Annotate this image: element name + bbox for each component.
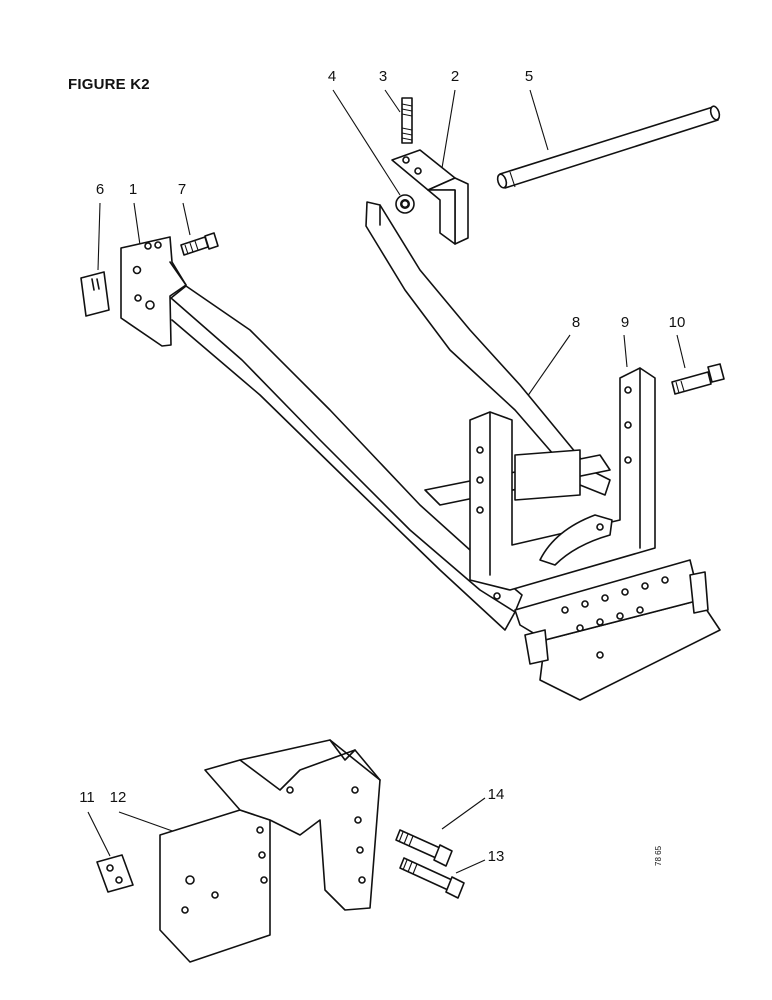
callout-4: 4: [327, 68, 337, 85]
leader-lines: [87, 89, 686, 874]
part-6-shim: [80, 271, 110, 317]
figure-title: FIGURE K2: [68, 76, 150, 93]
callout-2: 2: [450, 68, 460, 85]
callout-3: 3: [378, 68, 388, 85]
base-plate: [424, 449, 721, 701]
callout-11: 11: [79, 789, 95, 806]
part-9-clevis: [469, 367, 656, 591]
callout-14: 14: [487, 786, 505, 803]
callout-1: 1: [128, 181, 138, 198]
part-13-bolt: [399, 857, 465, 899]
part-5-rod: [496, 105, 721, 189]
part-10-bolt: [671, 363, 725, 395]
part-1-front-bracket: [120, 236, 187, 347]
part-8-side-rail: [365, 201, 611, 496]
callout-6: 6: [95, 181, 105, 198]
part-2-bracket: [391, 149, 469, 245]
callout-8: 8: [571, 314, 581, 331]
callout-9: 9: [620, 314, 630, 331]
callout-12: 12: [109, 789, 127, 806]
callout-5: 5: [524, 68, 534, 85]
callout-10: 10: [668, 314, 686, 331]
callout-13: 13: [487, 848, 505, 865]
callout-7: 7: [177, 181, 187, 198]
part-4-nut: [395, 194, 415, 214]
part-7-bolt: [180, 232, 219, 256]
left-side-rail: [170, 285, 523, 631]
part-14-bolt: [395, 829, 453, 867]
part-3-stud: [401, 97, 413, 144]
part-11-shim: [96, 854, 134, 893]
part-12-hitch-housing: [159, 739, 381, 963]
